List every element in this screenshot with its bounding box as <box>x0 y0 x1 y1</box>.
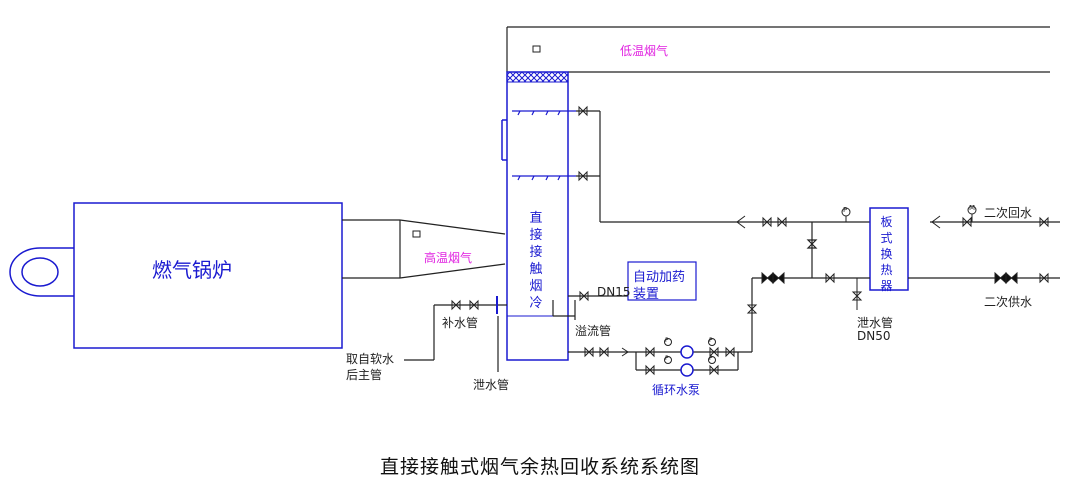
pressure-marker: P <box>709 337 713 344</box>
high-temp-gas-label: 高温烟气 <box>424 251 473 265</box>
return-line-fittings <box>736 215 1049 229</box>
tower-packing <box>506 71 569 83</box>
overflow-label: 溢流管 <box>575 324 612 338</box>
pressure-gauge <box>841 207 851 222</box>
hx-label-text: 板式换热器 <box>880 215 893 293</box>
thermometer-icon <box>532 45 541 53</box>
pressure-gauge <box>664 338 716 364</box>
boiler-fan <box>9 247 74 297</box>
pump-loop-valves <box>584 346 735 376</box>
high-temp-flue <box>342 219 506 279</box>
supply-line <box>751 277 1060 352</box>
dosing-label-1: 自动加药 <box>633 270 686 285</box>
pressure-marker: P <box>665 355 669 362</box>
meter-marker: M <box>969 204 976 212</box>
spray-supply-pipe <box>576 110 1060 223</box>
tower-flange <box>501 119 507 161</box>
spray-header-upper <box>512 110 576 116</box>
pressure-marker: P <box>843 206 848 214</box>
hx-drain-label-1: 泄水管 <box>857 316 894 330</box>
dn15-label: DN15 <box>597 285 631 299</box>
soft-water-label-1: 取自软水 <box>346 352 395 366</box>
tower-label-text: 直接接触烟冷 <box>529 211 543 311</box>
tower-label: 直接接触烟冷 <box>529 210 547 312</box>
hx-drain <box>851 278 863 310</box>
pressure-marker: P <box>709 355 713 362</box>
makeup-pipe <box>404 296 507 361</box>
pump-label: 循环水泵 <box>652 383 701 397</box>
low-temp-gas-label: 低温烟气 <box>620 44 669 58</box>
hx-label: 板式换热器 <box>880 214 898 294</box>
flow-meter <box>967 205 977 222</box>
bypass-line <box>806 222 818 278</box>
soft-water-label-2: 后主管 <box>346 368 383 382</box>
pressure-marker: P <box>665 337 669 344</box>
return-water-label: 二次回水 <box>984 206 1033 220</box>
pump-icon <box>680 345 694 377</box>
gas-boiler <box>73 202 343 349</box>
diagram-caption: 直接接触式烟气余热回收系统系统图 <box>379 456 700 478</box>
hx-drain-label-2: DN50 <box>857 329 891 343</box>
supply-water-label: 二次供水 <box>984 295 1033 309</box>
boiler-label: 燃气锅炉 <box>152 258 232 282</box>
overflow-pipe <box>552 300 576 320</box>
low-temp-flue <box>506 26 1050 73</box>
thermometer-icon <box>412 230 421 238</box>
makeup-pipe-label: 补水管 <box>442 316 479 330</box>
supply-valves <box>746 271 1049 314</box>
spray-header-lower <box>512 175 576 181</box>
dosing-line <box>568 290 628 302</box>
dosing-label-2: 装置 <box>633 287 660 302</box>
plate-heat-exchanger <box>869 207 909 291</box>
pump-loop <box>568 351 752 371</box>
tower-drain-label: 泄水管 <box>473 378 510 392</box>
valve-icon[interactable] <box>578 105 588 182</box>
dosing-device <box>627 261 697 301</box>
